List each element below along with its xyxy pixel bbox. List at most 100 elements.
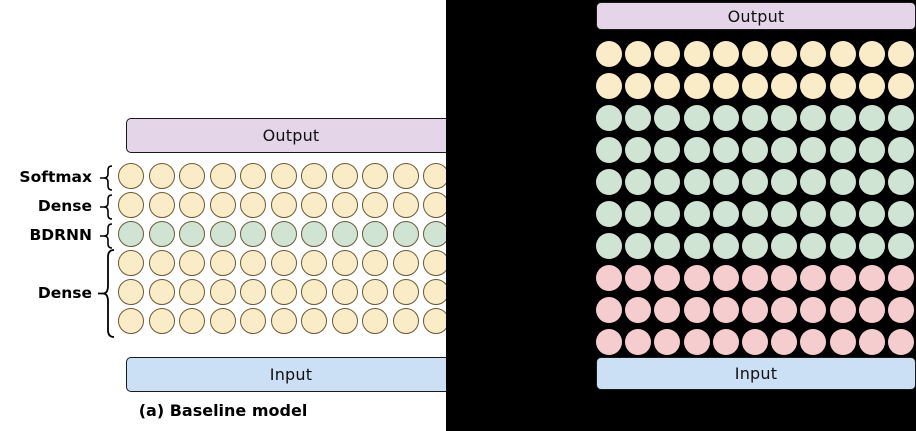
- right-node: [829, 233, 856, 259]
- right-node: [800, 201, 827, 227]
- right-node: [858, 265, 885, 291]
- right-node: [625, 73, 652, 99]
- right-node: [683, 329, 710, 355]
- right-node: [800, 329, 827, 355]
- left-node: [240, 192, 266, 218]
- right-node: [829, 41, 856, 67]
- right-node: [800, 233, 827, 259]
- left-node: [423, 308, 449, 334]
- left-node: [179, 279, 205, 305]
- right-output-label: Output: [727, 6, 785, 26]
- left-node: [392, 250, 419, 276]
- left-node: [331, 163, 358, 189]
- right-node: [829, 297, 856, 323]
- right-node: [858, 201, 885, 227]
- right-input-bar: Input: [596, 357, 916, 390]
- left-node: [270, 279, 297, 305]
- right-input-label: Input: [734, 364, 778, 383]
- left-node: [118, 192, 144, 218]
- right-node: [888, 201, 914, 227]
- right-node: [712, 297, 739, 323]
- right-node: [800, 297, 827, 323]
- right-node: [858, 169, 885, 195]
- right-node: [712, 73, 739, 99]
- right-node: [683, 297, 710, 323]
- right-node: [654, 73, 681, 99]
- left-node: [331, 308, 358, 334]
- left-node: [118, 221, 144, 247]
- right-node: [596, 137, 622, 163]
- left-node: [240, 250, 266, 276]
- left-node: [392, 279, 419, 305]
- right-node: [683, 233, 710, 259]
- left-node: [148, 250, 175, 276]
- right-node: [858, 329, 885, 355]
- left-node: [148, 221, 175, 247]
- left-node: [270, 221, 297, 247]
- right-node: [712, 265, 739, 291]
- left-node: [209, 221, 236, 247]
- right-node: [771, 169, 798, 195]
- left-node: [209, 250, 236, 276]
- right-node: [654, 169, 681, 195]
- right-node: [654, 329, 681, 355]
- left-node: [392, 308, 419, 334]
- right-node: [858, 105, 885, 131]
- left-node: [331, 221, 358, 247]
- right-node: [858, 233, 885, 259]
- right-node: [800, 105, 827, 131]
- proposed-model-diagram: Output Input: [596, 0, 916, 431]
- left-input-label: Input: [269, 365, 313, 384]
- right-node: [742, 137, 768, 163]
- left-node: [179, 163, 205, 189]
- right-node: [829, 169, 856, 195]
- right-node: [742, 41, 768, 67]
- left-node: [362, 221, 388, 247]
- right-node: [596, 265, 622, 291]
- layer-label-dense-3: Dense: [37, 283, 92, 302]
- left-node: [331, 192, 358, 218]
- left-node: [392, 192, 419, 218]
- right-node: [800, 137, 827, 163]
- left-node: [118, 250, 144, 276]
- right-node: [858, 297, 885, 323]
- right-node: [654, 233, 681, 259]
- right-node: [829, 201, 856, 227]
- left-node: [240, 163, 266, 189]
- right-node: [888, 137, 914, 163]
- figure-caption: (a) Baseline model: [138, 401, 308, 420]
- right-node: [683, 201, 710, 227]
- right-node: [742, 233, 768, 259]
- right-node: [596, 233, 622, 259]
- right-node: [800, 265, 827, 291]
- right-node: [712, 137, 739, 163]
- layer-brace: [99, 193, 113, 220]
- right-node: [654, 297, 681, 323]
- layer-label-bdrnn-2: BDRNN: [29, 225, 92, 244]
- left-node: [392, 163, 419, 189]
- right-node: [888, 73, 914, 99]
- right-node: [596, 169, 622, 195]
- right-node: [683, 73, 710, 99]
- right-node: [683, 41, 710, 67]
- right-node: [683, 169, 710, 195]
- left-node: [270, 250, 297, 276]
- right-node: [888, 297, 914, 323]
- right-node: [771, 297, 798, 323]
- right-node: [800, 41, 827, 67]
- right-node: [712, 201, 739, 227]
- right-node: [800, 73, 827, 99]
- right-node: [771, 329, 798, 355]
- right-node: [888, 233, 914, 259]
- left-node: [362, 279, 388, 305]
- left-node: [301, 163, 327, 189]
- right-node: [625, 265, 652, 291]
- right-node: [888, 41, 914, 67]
- left-node: [209, 279, 236, 305]
- left-node: [270, 308, 297, 334]
- left-node: [270, 163, 297, 189]
- right-node: [654, 201, 681, 227]
- left-node: [270, 192, 297, 218]
- left-node: [179, 308, 205, 334]
- right-node: [829, 329, 856, 355]
